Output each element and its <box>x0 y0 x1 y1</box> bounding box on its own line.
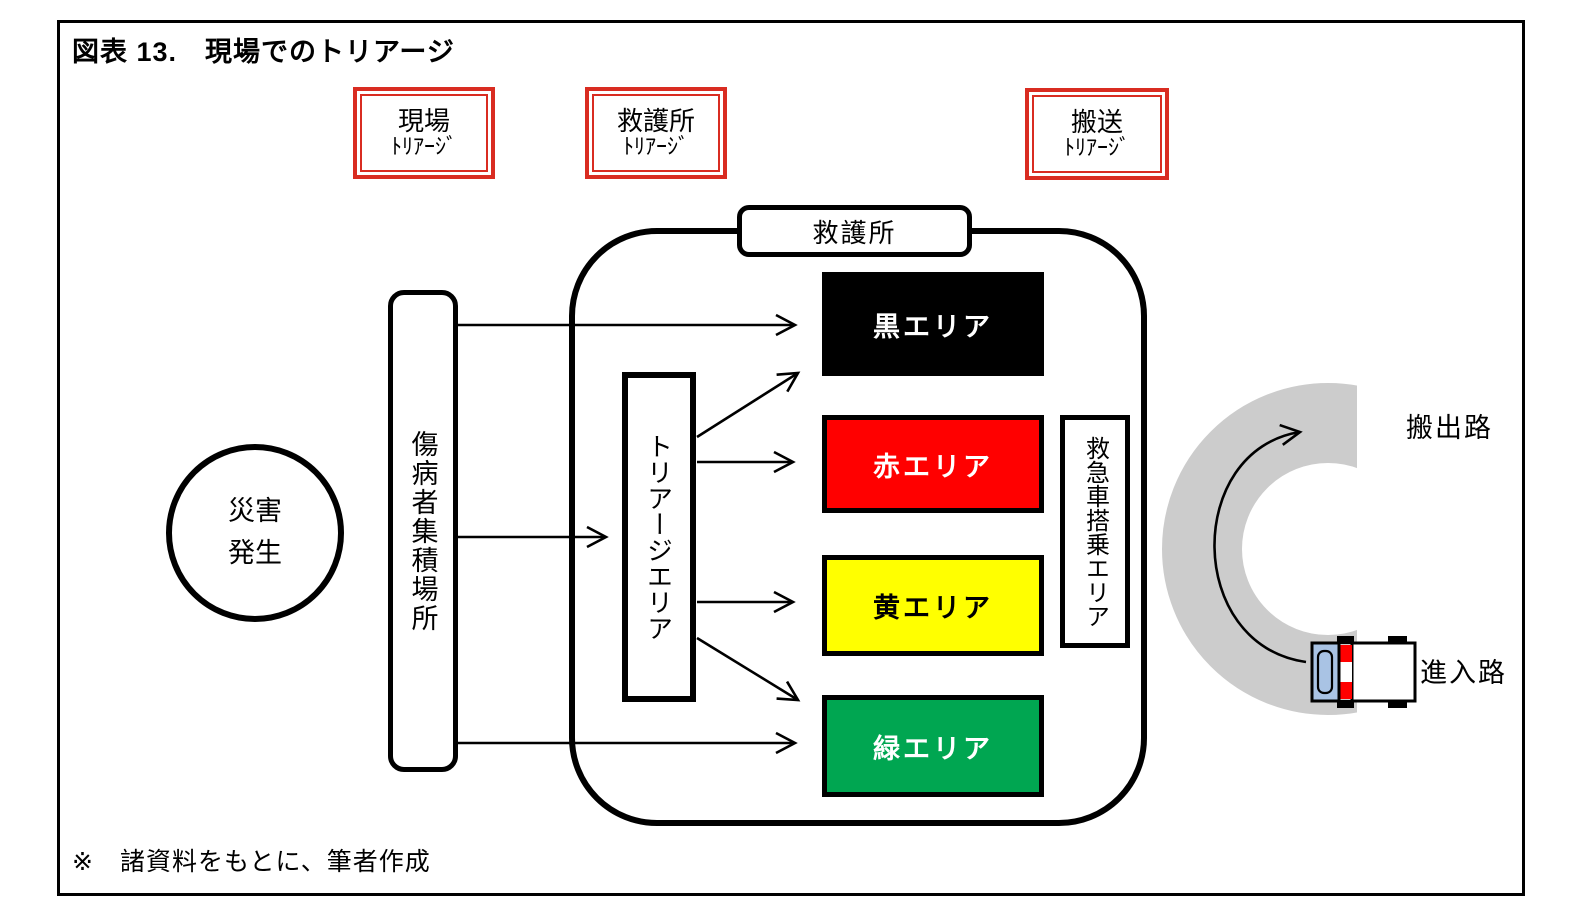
triage-area-node: トリアージエリア <box>622 372 696 702</box>
triage-area-label: トリアージエリア <box>643 433 674 641</box>
zone-green: 緑エリア <box>822 695 1044 797</box>
ambulance-boarding-area-label: 救急車搭乗エリア <box>1081 435 1109 628</box>
phase-box-scene-triage: 現場 ﾄﾘｱｰｼﾞ <box>353 87 495 179</box>
casualty-collection-area-node: 傷病者集積場所 <box>388 290 458 772</box>
phase-label-line2: ﾄﾘｱｰｼﾞ <box>1063 135 1130 160</box>
figure-border <box>57 20 1525 896</box>
phase-label-line2: ﾄﾘｱｰｼﾞ <box>390 134 457 159</box>
phase-box-aid-station-triage: 救護所 ﾄﾘｱｰｼﾞ <box>585 87 727 179</box>
aid-station-title: 救護所 <box>737 205 972 257</box>
disaster-occurrence-node: 災害 発生 <box>166 444 344 622</box>
zone-red: 赤エリア <box>822 415 1044 513</box>
source-footnote: ※ 諸資料をもとに、筆者作成 <box>72 848 431 876</box>
ambulance-boarding-area-node: 救急車搭乗エリア <box>1060 415 1130 648</box>
disaster-line2: 発生 <box>228 538 282 568</box>
zone-yellow: 黄エリア <box>822 555 1044 656</box>
casualty-collection-area-label: 傷病者集積場所 <box>407 429 438 633</box>
zone-black: 黒エリア <box>822 272 1044 376</box>
phase-label-line1: 現場 <box>397 106 450 136</box>
exit-route-label: 搬出路 <box>1406 413 1493 443</box>
phase-label-line1: 搬送 <box>1070 107 1123 137</box>
entry-route-label: 進入路 <box>1420 658 1507 688</box>
disaster-line1: 災害 <box>228 496 282 527</box>
phase-label-line2: ﾄﾘｱｰｼﾞ <box>622 134 689 159</box>
phase-box-transport-triage: 搬送 ﾄﾘｱｰｼﾞ <box>1025 88 1169 180</box>
figure-title: 図表 13. 現場でのトリアージ <box>72 37 455 67</box>
phase-label-line1: 救護所 <box>616 106 695 136</box>
